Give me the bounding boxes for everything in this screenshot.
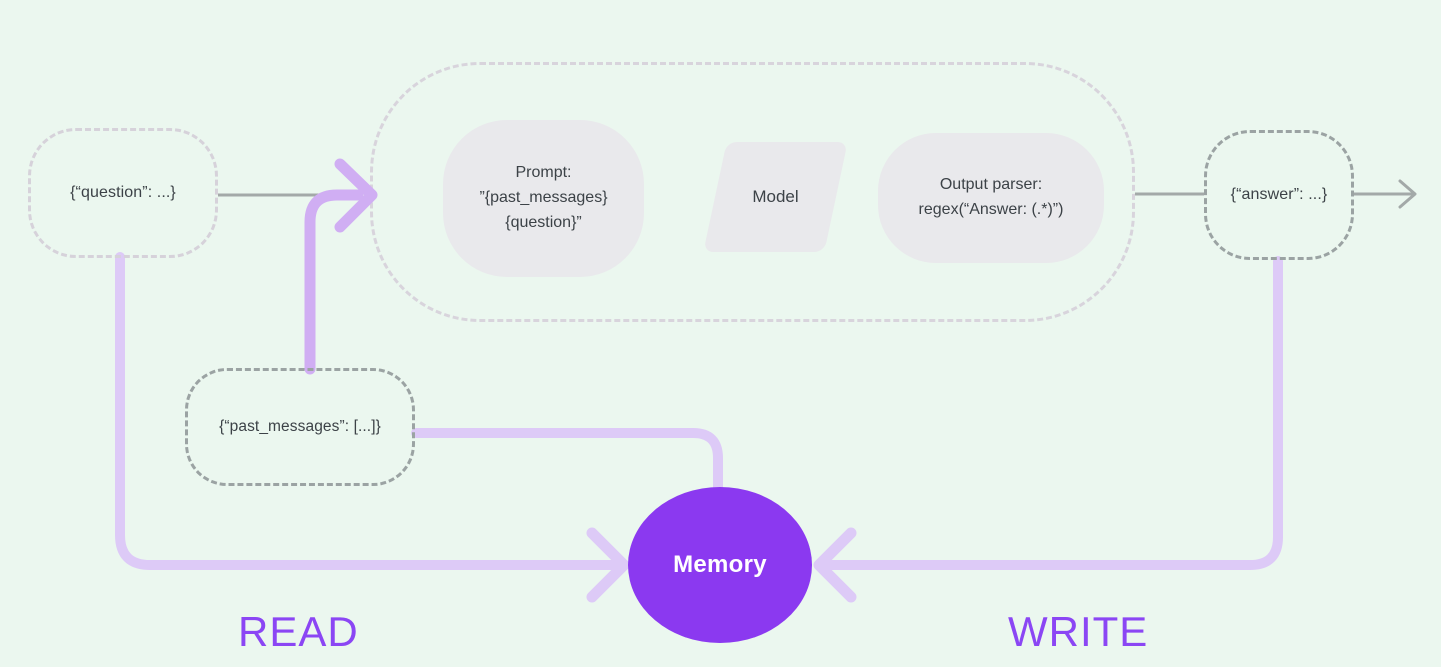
output-parser-regex: regex(“Answer: (.*)”): [918, 201, 1064, 218]
question-label: {“question”: ...}: [70, 184, 176, 201]
read-path: [115, 252, 623, 570]
write-arrowhead-icon: [813, 527, 857, 603]
past-messages-label: {“past_messages”: [...]}: [219, 418, 381, 435]
prompt-title: Prompt:: [515, 164, 572, 182]
prompt-template-line-1: ”{past_messages}: [479, 189, 608, 207]
model-label: Model: [752, 187, 799, 206]
output-parser-title: Output parser:: [939, 176, 1043, 194]
prompt-template-line-2: {question}”: [505, 213, 582, 231]
write-flow-label: WRITE: [1008, 608, 1149, 655]
read-flow-label: READ: [238, 608, 359, 655]
question-box: {“question”: ...}: [28, 128, 218, 258]
memory-label: Memory: [673, 551, 767, 578]
memory-node: Memory: [628, 487, 812, 643]
read-arrowhead-icon: [586, 527, 630, 603]
model-node: Model: [703, 142, 848, 252]
output-parser-node: Output parser: regex(“Answer: (.*)”): [878, 133, 1104, 263]
past-messages-to-memory-path: [411, 428, 723, 497]
answer-label: {“answer”: ...}: [1230, 186, 1328, 203]
past-messages-to-chain-path: [304, 189, 364, 375]
prompt-node: Prompt: ”{past_messages} {question}”: [443, 120, 644, 277]
output-arrowhead-icon: [1398, 179, 1417, 209]
past-messages-arrowhead-icon: [334, 158, 378, 233]
answer-box: {“answer”: ...}: [1204, 130, 1354, 260]
write-path: [819, 256, 1283, 570]
past-messages-box: {“past_messages”: [...]}: [185, 368, 415, 486]
